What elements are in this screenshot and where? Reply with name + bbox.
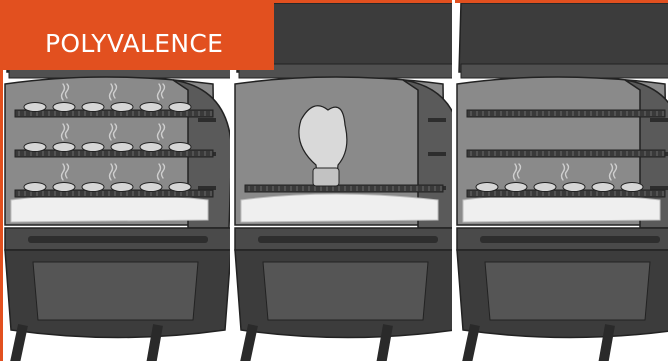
hopper-panel — [485, 262, 650, 320]
meat-piece — [563, 183, 585, 192]
meat-piece — [82, 143, 104, 152]
meat-piece — [24, 143, 46, 152]
handle-bar — [258, 236, 438, 243]
handle-bar — [480, 236, 660, 243]
hopper-panel — [263, 262, 428, 320]
meat-piece — [592, 183, 614, 192]
meat-piece — [534, 183, 556, 192]
meat-piece — [82, 183, 104, 192]
meat-piece — [53, 143, 75, 152]
meat-piece — [24, 183, 46, 192]
grill-rack — [245, 185, 443, 192]
drip-tray — [463, 194, 660, 222]
meat-piece — [140, 103, 162, 112]
rack-slot — [428, 118, 446, 122]
panel-divider — [452, 0, 455, 361]
meat-piece — [140, 143, 162, 152]
handle-bar — [28, 236, 208, 243]
rack-slot — [650, 186, 668, 190]
lid-hinge — [461, 64, 668, 78]
meat-piece — [621, 183, 643, 192]
hopper-panel — [33, 262, 198, 320]
rack-slot — [650, 118, 668, 122]
banner-title: POLYVALENCE — [45, 31, 223, 56]
meat-piece — [111, 103, 133, 112]
rack-slot — [428, 152, 446, 156]
grill-rack — [467, 150, 665, 157]
smoker-lid — [459, 3, 668, 72]
meat-piece — [476, 183, 498, 192]
meat-piece — [169, 103, 191, 112]
smoker-panel-three-racks-food-on-bottom — [455, 3, 668, 361]
rack-slot — [198, 186, 216, 190]
meat-piece — [82, 103, 104, 112]
roasting-stand — [313, 168, 339, 186]
meat-piece — [111, 143, 133, 152]
drip-tray — [241, 194, 438, 222]
rack-slot — [198, 118, 216, 122]
meat-piece — [169, 183, 191, 192]
meat-piece — [111, 183, 133, 192]
meat-piece — [53, 183, 75, 192]
meat-piece — [169, 143, 191, 152]
meat-piece — [505, 183, 527, 192]
title-banner: POLYVALENCE — [0, 0, 274, 70]
grill-rack — [467, 110, 665, 117]
drip-tray — [11, 194, 208, 222]
meat-piece — [24, 103, 46, 112]
meat-piece — [140, 183, 162, 192]
meat-piece — [53, 103, 75, 112]
